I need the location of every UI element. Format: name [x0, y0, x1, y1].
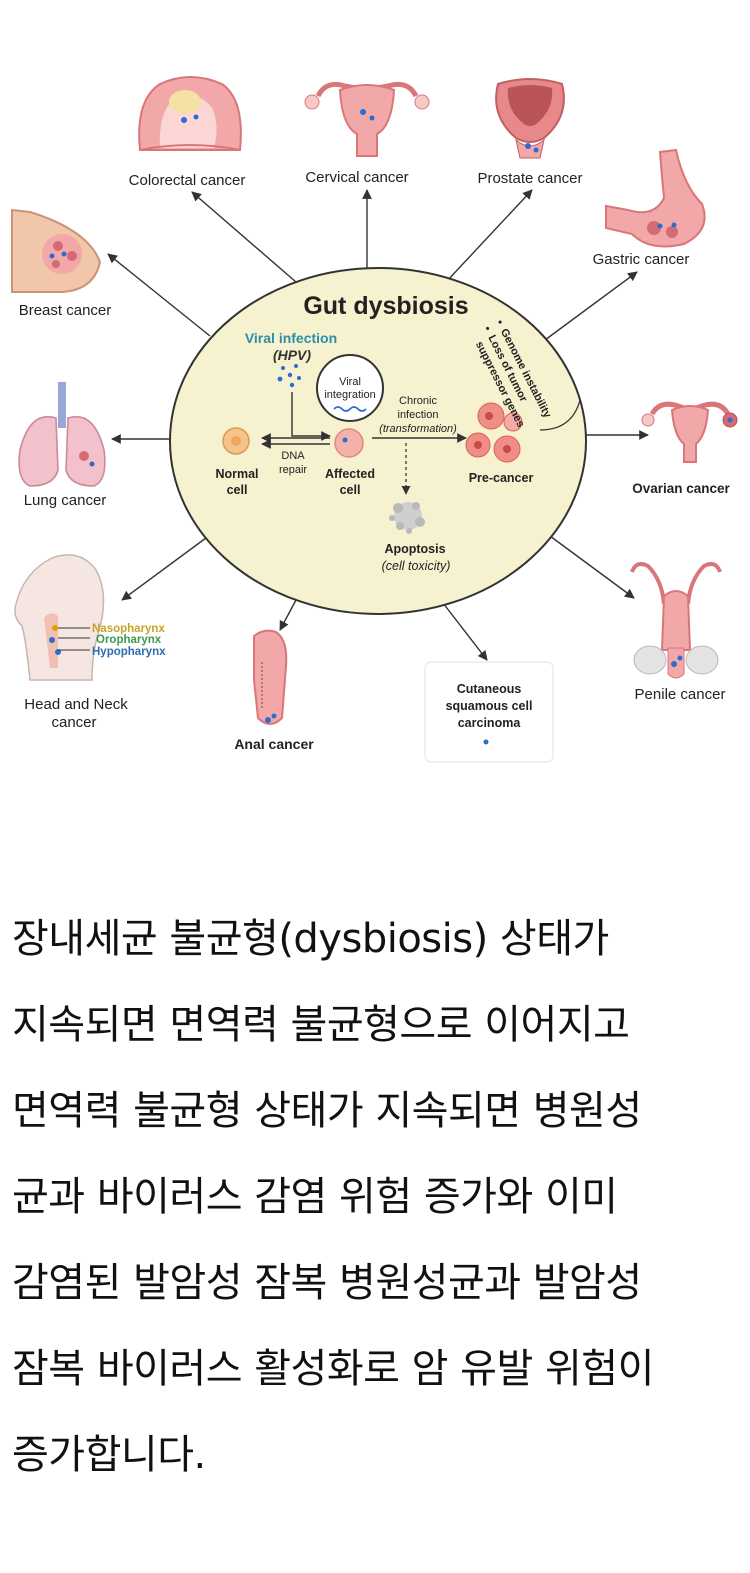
- hpv-label: (HPV): [273, 347, 311, 363]
- svg-text:•: •: [481, 324, 494, 333]
- anal-cancer-label: Anal cancer: [234, 736, 314, 752]
- article-line: 증가합니다.: [12, 1432, 206, 1478]
- nasopharynx-label: Nasopharynx: [92, 623, 165, 635]
- penile-cancer-label: Penile cancer: [635, 686, 726, 703]
- affected-cell-icon: [334, 428, 364, 458]
- diagram-title: Gut dysbiosis: [303, 292, 468, 320]
- gastric-cancer-label: Gastric cancer: [593, 251, 690, 268]
- head-neck-organ-icon: [14, 554, 105, 681]
- chronic-infection-line2: infection: [398, 409, 439, 421]
- article-line: 장내세균 불균형(dysbiosis) 상태가: [12, 916, 609, 962]
- cutaneous-box: [424, 661, 554, 763]
- affected-cell-line1: Affected: [325, 467, 375, 481]
- breast-organ-icon: [11, 208, 102, 293]
- svg-text:•: •: [493, 318, 506, 327]
- cutaneous-line2: squamous cell: [446, 699, 533, 713]
- gastric-organ-icon: [605, 148, 706, 248]
- normal-cell-line2: cell: [227, 483, 248, 497]
- penile-organ-icon: [630, 562, 722, 679]
- breast-cancer-label: Breast cancer: [19, 302, 112, 319]
- ovarian-organ-icon: [641, 401, 738, 463]
- radial-arrows: [107, 189, 649, 661]
- article-text: 장내세균 불균형(dysbiosis) 상태가 지속되면 면역력 불균형으로 이…: [12, 896, 742, 1498]
- article-line: 지속되면 면역력 불균형으로 이어지고: [12, 1002, 630, 1048]
- viral-integration-line1: Viral: [339, 376, 361, 388]
- viral-integration-bubble: [316, 354, 384, 422]
- viral-infection-label: Viral infection: [245, 330, 337, 346]
- prostate-cancer-label: Prostate cancer: [477, 170, 582, 187]
- dna-repair-line1: DNA: [281, 450, 305, 462]
- colorectal-organ-icon: [138, 76, 242, 151]
- pre-cancer-cells-icon: [465, 402, 523, 463]
- ovarian-cancer-label: Ovarian cancer: [632, 481, 730, 496]
- head-neck-label-line1: Head and Neck: [24, 696, 128, 713]
- cutaneous-line3: carcinoma: [458, 716, 522, 730]
- pre-cancer-label: Pre-cancer: [469, 471, 534, 485]
- lung-cancer-label: Lung cancer: [24, 492, 107, 509]
- dna-helix-icon: [333, 406, 367, 412]
- normal-cell-line1: Normal: [215, 467, 258, 481]
- gut-dysbiosis-diagram: Gut dysbiosis Viral infection (HPV) Vira…: [11, 76, 738, 763]
- dysbiosis-circle: [169, 267, 587, 615]
- cutaneous-line1: Cutaneous: [457, 682, 522, 696]
- head-neck-label-line2: cancer: [51, 714, 96, 731]
- cervical-organ-icon: [304, 81, 430, 157]
- apoptosis-label: Apoptosis: [384, 542, 445, 556]
- apoptosis-cell-icon: [389, 502, 425, 534]
- article-line: 감염된 발암성 잠복 병원성균과 발암성: [12, 1260, 642, 1306]
- chronic-infection-line1: Chronic: [399, 395, 437, 407]
- article-line: 잠복 바이러스 활성화로 암 유발 위험이: [12, 1346, 654, 1392]
- anal-organ-icon: [253, 629, 288, 725]
- cell-toxicity-label: (cell toxicity): [382, 559, 451, 573]
- lung-organ-icon: [18, 382, 106, 487]
- hpv-virus-icon: [277, 364, 301, 388]
- oropharynx-label: Oropharynx: [96, 634, 162, 646]
- affected-cell-line2: cell: [340, 483, 361, 497]
- dna-repair-line2: repair: [279, 464, 307, 476]
- cutaneous-virus-icon: [483, 739, 489, 745]
- prostate-organ-icon: [495, 78, 565, 159]
- article-line: 균과 바이러스 감염 위험 증가와 이미: [12, 1174, 618, 1220]
- chronic-infection-line3: (transformation): [379, 423, 457, 435]
- cervical-cancer-label: Cervical cancer: [305, 169, 408, 186]
- article-line: 면역력 불균형 상태가 지속되면 병원성: [12, 1088, 642, 1134]
- viral-integration-line2: integration: [324, 389, 375, 401]
- hypopharynx-label: Hypopharynx: [92, 646, 166, 658]
- colorectal-cancer-label: Colorectal cancer: [129, 172, 246, 189]
